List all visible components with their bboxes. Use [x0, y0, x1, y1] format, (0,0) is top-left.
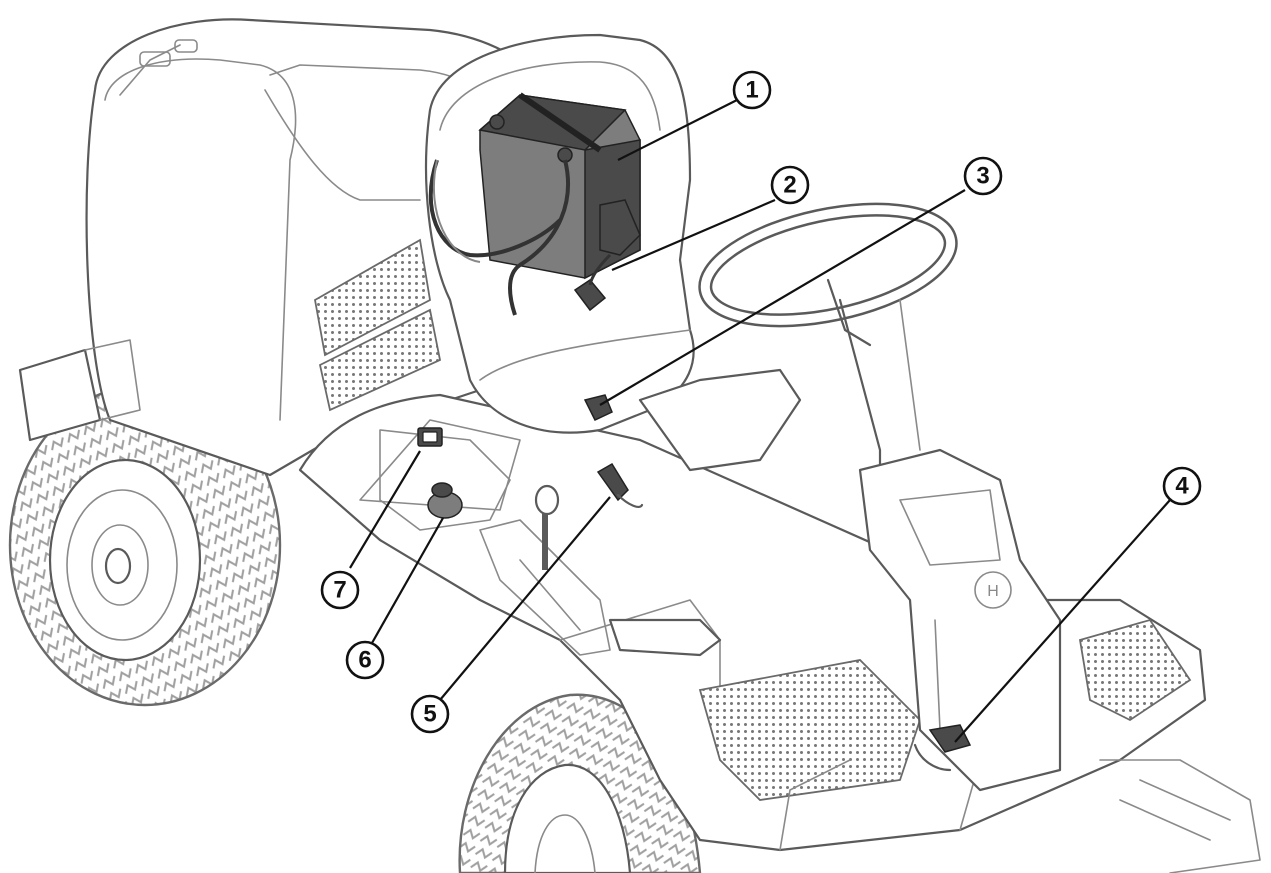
right-footrest — [1078, 618, 1192, 722]
brand-logo-icon: H — [987, 583, 999, 600]
vent-grill-upper — [314, 238, 431, 357]
callout-3-label: 3 — [976, 163, 989, 190]
leader-2 — [611, 198, 776, 272]
leader-5 — [439, 496, 611, 701]
connector-5 — [596, 462, 629, 502]
left-footrest — [698, 659, 922, 801]
leader-7 — [349, 450, 421, 569]
callout-1-label: 1 — [745, 77, 758, 104]
leader-3 — [599, 189, 966, 406]
callout-6: 6 — [345, 640, 385, 680]
callout-5: 5 — [410, 694, 450, 734]
callout-3: 3 — [963, 156, 1003, 196]
steering-wheel — [698, 202, 958, 522]
callout-2: 2 — [770, 165, 810, 205]
leader-1 — [617, 99, 738, 161]
callout-1: 1 — [732, 70, 772, 110]
pedal-switch — [913, 724, 972, 772]
rear-left-wheel — [8, 383, 282, 707]
callout-5-label: 5 — [423, 701, 436, 728]
leader-lines — [349, 99, 1171, 743]
callout-6-label: 6 — [358, 647, 371, 674]
steering-column: H — [858, 448, 1062, 792]
callout-4-label: 4 — [1175, 473, 1189, 500]
leader-6 — [371, 517, 444, 644]
callout-2-label: 2 — [783, 172, 796, 199]
callout-7-label: 7 — [333, 577, 346, 604]
callout-4: 4 — [1162, 466, 1202, 506]
leader-4 — [954, 499, 1171, 743]
fuse-connector — [573, 199, 641, 312]
chassis — [298, 393, 1261, 873]
control-panel — [379, 427, 722, 657]
callout-7: 7 — [320, 570, 360, 610]
vent-grill-lower — [318, 308, 442, 412]
